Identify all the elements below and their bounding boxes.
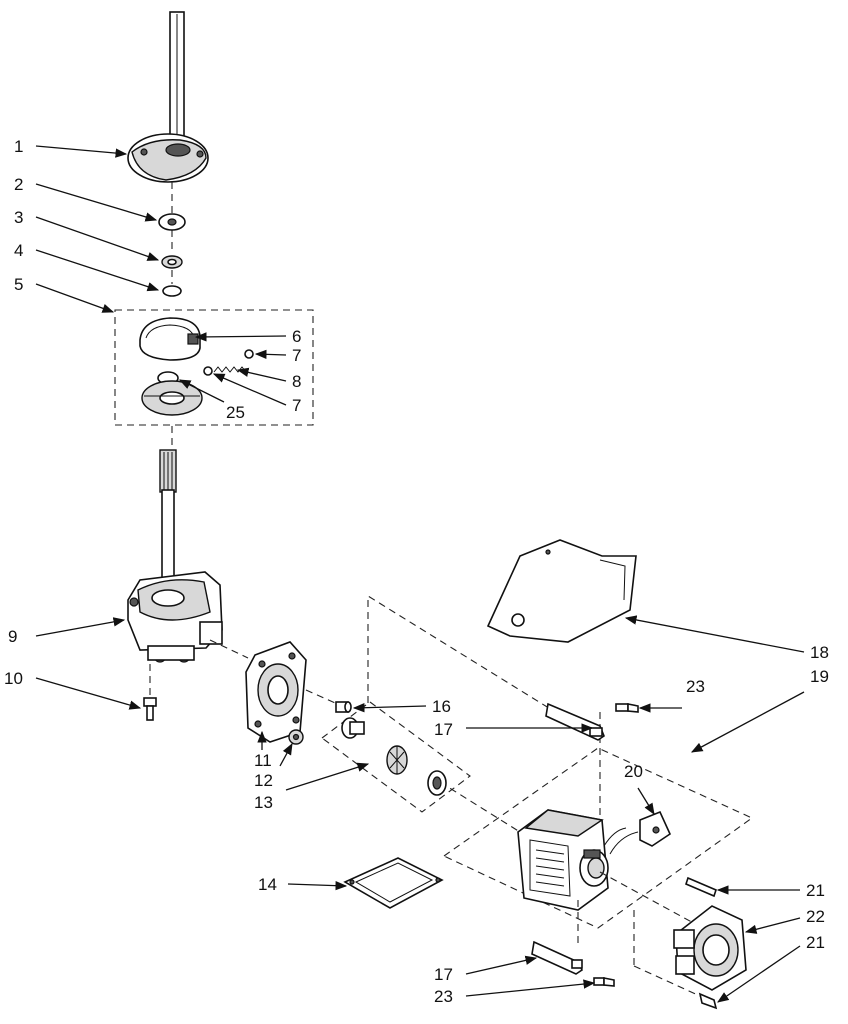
- callout-4: 4: [14, 241, 23, 260]
- callout-7b: 7: [292, 396, 301, 415]
- leader-lines: [35, 145, 805, 1003]
- part-22-pump: [673, 905, 747, 991]
- motor-axis: [599, 871, 711, 933]
- part-19-group-box: [442, 747, 754, 929]
- part-17-lower-rod: [531, 940, 584, 975]
- part-21-upper-clip: [685, 876, 717, 898]
- pump-base-line: [633, 965, 701, 997]
- drive-axis-1: [209, 639, 249, 659]
- callout-23b: 23: [434, 987, 453, 1006]
- callout-17a: 17: [434, 720, 453, 739]
- callout-labels: 1 2 3 4 5 6 7 8 7 25 9 10 11 12 13 16 17…: [4, 137, 829, 1006]
- callout-1: 1: [14, 137, 23, 156]
- callout-10: 10: [4, 669, 23, 688]
- callout-14: 14: [258, 875, 277, 894]
- callout-13: 13: [254, 793, 273, 812]
- drive-axis-3: [439, 781, 521, 833]
- part-14-gasket: [343, 857, 444, 909]
- part-3-clip: [161, 255, 183, 269]
- part-1-shaft-cam: [127, 11, 209, 183]
- part-4-ring: [162, 285, 182, 297]
- part-6-band: [139, 317, 201, 361]
- motor: [517, 809, 609, 911]
- part-16-pin: [335, 701, 352, 713]
- part-12-nut: [288, 729, 304, 745]
- part-17-upper-rod: [545, 702, 605, 741]
- part-13-coupling: [341, 717, 447, 796]
- callout-25: 25: [226, 403, 245, 422]
- part-13-group-box: [321, 701, 471, 813]
- part-18-shield: [486, 539, 637, 643]
- callout-8: 8: [292, 372, 301, 391]
- callout-23a: 23: [686, 677, 705, 696]
- callout-3: 3: [14, 208, 23, 227]
- callout-20: 20: [624, 762, 643, 781]
- part-2-washer: [158, 213, 186, 231]
- callout-12: 12: [254, 771, 273, 790]
- part-10-bolt: [143, 664, 157, 721]
- callout-21a: 21: [806, 881, 825, 900]
- callout-17b: 17: [434, 965, 453, 984]
- part-23-upper-screw: [615, 703, 639, 713]
- callout-21b: 21: [806, 933, 825, 952]
- part-21-lower-clip: [698, 992, 718, 1010]
- part-23-lower-screw: [593, 977, 615, 987]
- callout-2: 2: [14, 175, 23, 194]
- callout-18: 18: [810, 643, 829, 662]
- callout-16: 16: [432, 697, 451, 716]
- callout-22: 22: [806, 907, 825, 926]
- part-9-transmission: [127, 449, 223, 663]
- part-25-brake-base: [141, 371, 203, 416]
- part-11-plate: [245, 641, 307, 743]
- callout-6: 6: [292, 327, 301, 346]
- callout-9: 9: [8, 627, 17, 646]
- part-20-switch: [603, 810, 672, 855]
- callout-7a: 7: [292, 346, 301, 365]
- callout-19: 19: [810, 667, 829, 686]
- callout-11: 11: [254, 751, 272, 770]
- part-5-group-box: [114, 309, 314, 426]
- drive-axis-2: [305, 689, 343, 707]
- callout-5: 5: [14, 275, 23, 294]
